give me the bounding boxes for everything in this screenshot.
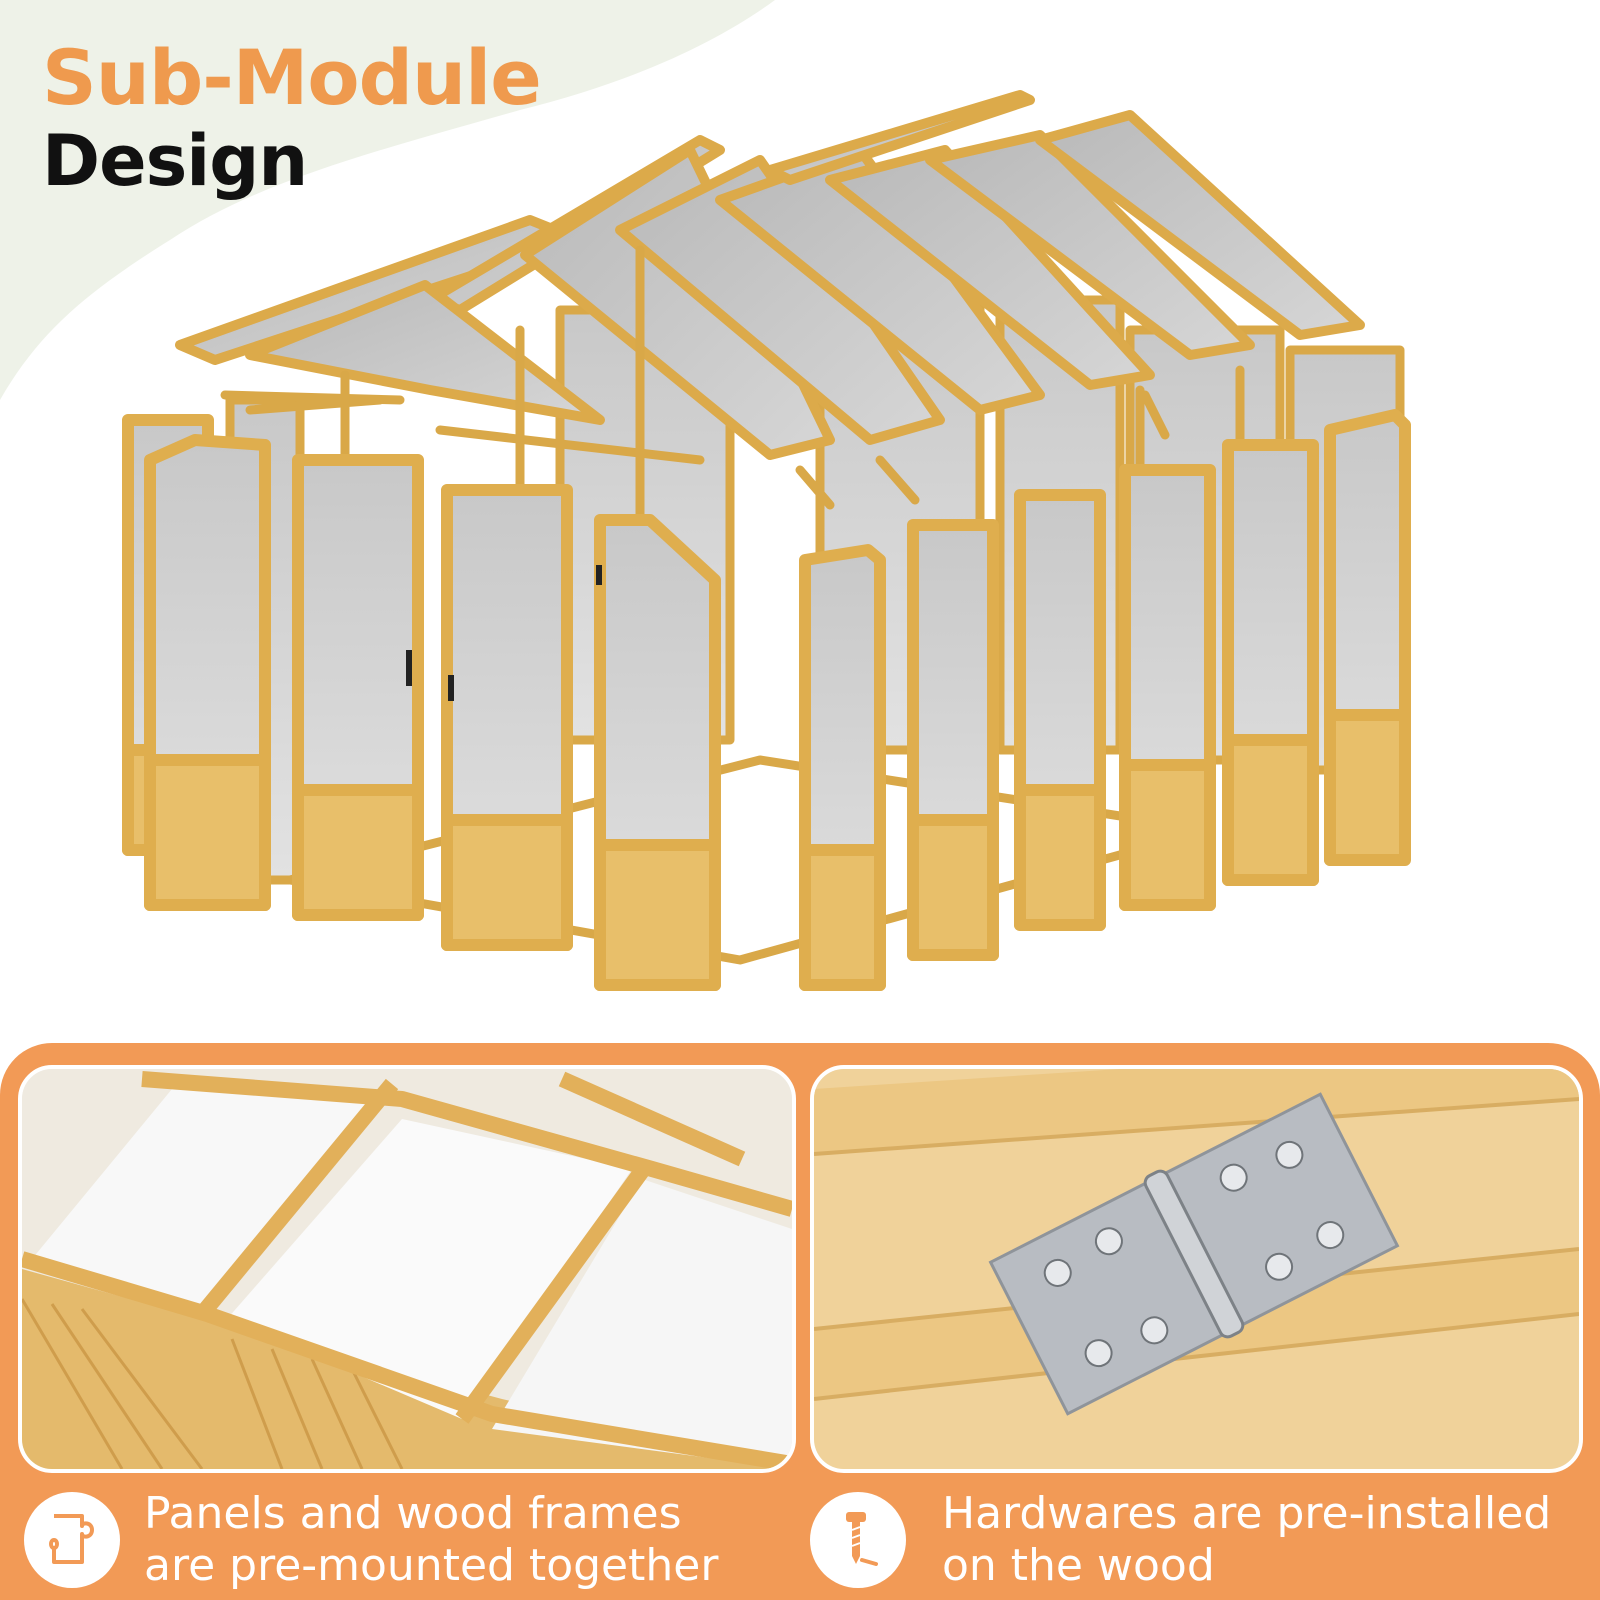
feature-hardware-line1: Hardwares are pre-installed <box>942 1488 1552 1539</box>
feature-panel: Panels and wood frames are pre-mounted t… <box>0 1043 1600 1600</box>
feature-premounted-line2: are pre-mounted together <box>144 1540 719 1591</box>
puzzle-piece-icon <box>24 1492 120 1588</box>
feature-premounted: Panels and wood frames are pre-mounted t… <box>24 1488 784 1591</box>
background-blob <box>0 0 775 400</box>
title-line-black: Design <box>42 120 308 202</box>
feature-hardware-line2: on the wood <box>942 1540 1215 1591</box>
feature-premounted-line1: Panels and wood frames <box>144 1488 682 1539</box>
greenhouse-exploded-illustration <box>122 90 1411 991</box>
page-title: Sub-Module Design <box>42 33 542 202</box>
screw-icon <box>810 1492 906 1588</box>
feature-hardware: Hardwares are pre-installed on the wood <box>810 1488 1580 1591</box>
panel-frame-closeup-photo <box>18 1065 796 1473</box>
title-line-orange: Sub-Module <box>42 33 542 122</box>
hinge-closeup-photo <box>810 1065 1583 1473</box>
